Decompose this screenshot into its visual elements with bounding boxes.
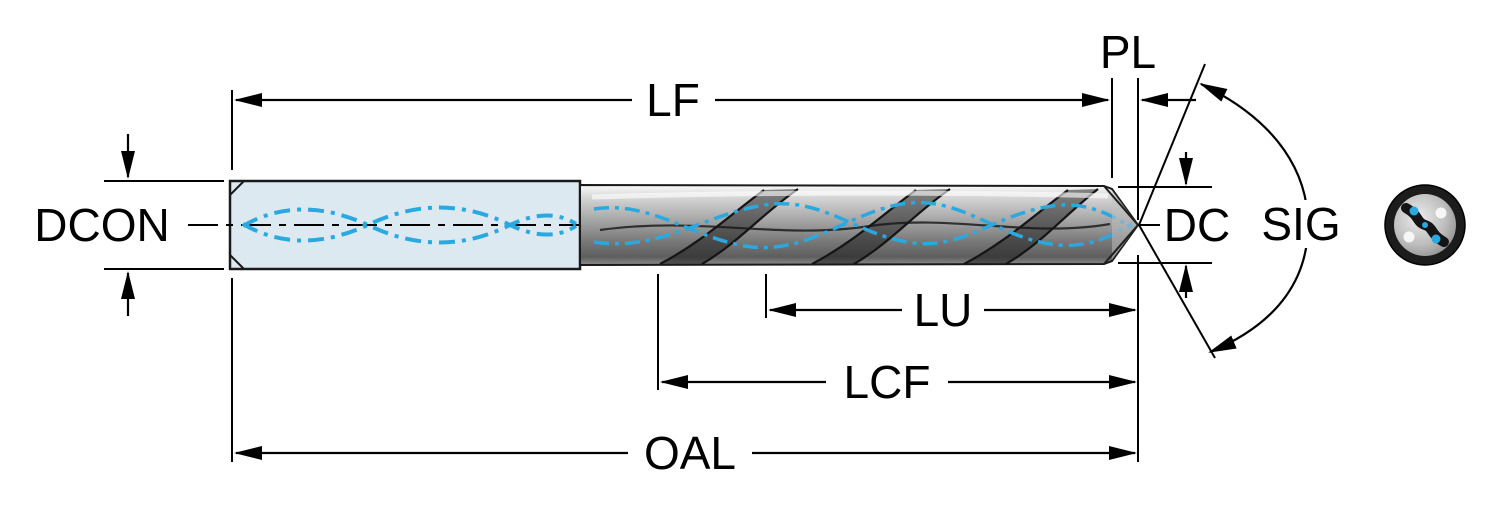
label-pl: PL	[1100, 26, 1156, 78]
flute-body	[579, 183, 1160, 267]
label-dcon: DCON	[34, 199, 169, 251]
label-sig: SIG	[1261, 198, 1340, 250]
end-view-glint-1	[1403, 231, 1415, 243]
end-view-coolant-hole-2	[1431, 234, 1441, 244]
label-lu: LU	[914, 284, 973, 336]
dimension-pl: PL	[1100, 26, 1196, 107]
label-lcf: LCF	[844, 356, 931, 408]
sig-label-mask	[1254, 200, 1348, 248]
drill-point-face	[1112, 190, 1138, 260]
end-view	[1384, 184, 1466, 266]
label-dc: DC	[1164, 199, 1230, 251]
end-view-outline	[1384, 184, 1466, 266]
label-lf: LF	[646, 74, 700, 126]
end-view-glint-2	[1435, 207, 1447, 219]
end-view-center-dot	[1422, 222, 1428, 228]
extension-lines	[104, 78, 1212, 462]
dimension-lu: LU	[768, 284, 1137, 336]
coolant-channel-1	[241, 207, 578, 245]
coolant-channels-flutes	[593, 200, 1133, 250]
sig-angle-line-upper	[1138, 63, 1206, 226]
dimension-dc: DC	[1164, 152, 1230, 298]
dimension-lcf: LCF	[660, 356, 1137, 408]
coolant-channel-2	[241, 205, 578, 243]
dimension-dcon: DCON	[34, 134, 170, 316]
dimension-lf: LF	[234, 74, 1110, 126]
dimension-oal: OAL	[234, 427, 1137, 479]
body-highlight	[591, 190, 1109, 200]
shank-chamfer	[229, 180, 245, 270]
label-oal: OAL	[644, 427, 736, 479]
dimension-sig: SIG	[1138, 63, 1348, 359]
end-view-coolant-hole-1	[1409, 206, 1419, 216]
coolant-channels-shank	[241, 205, 578, 245]
